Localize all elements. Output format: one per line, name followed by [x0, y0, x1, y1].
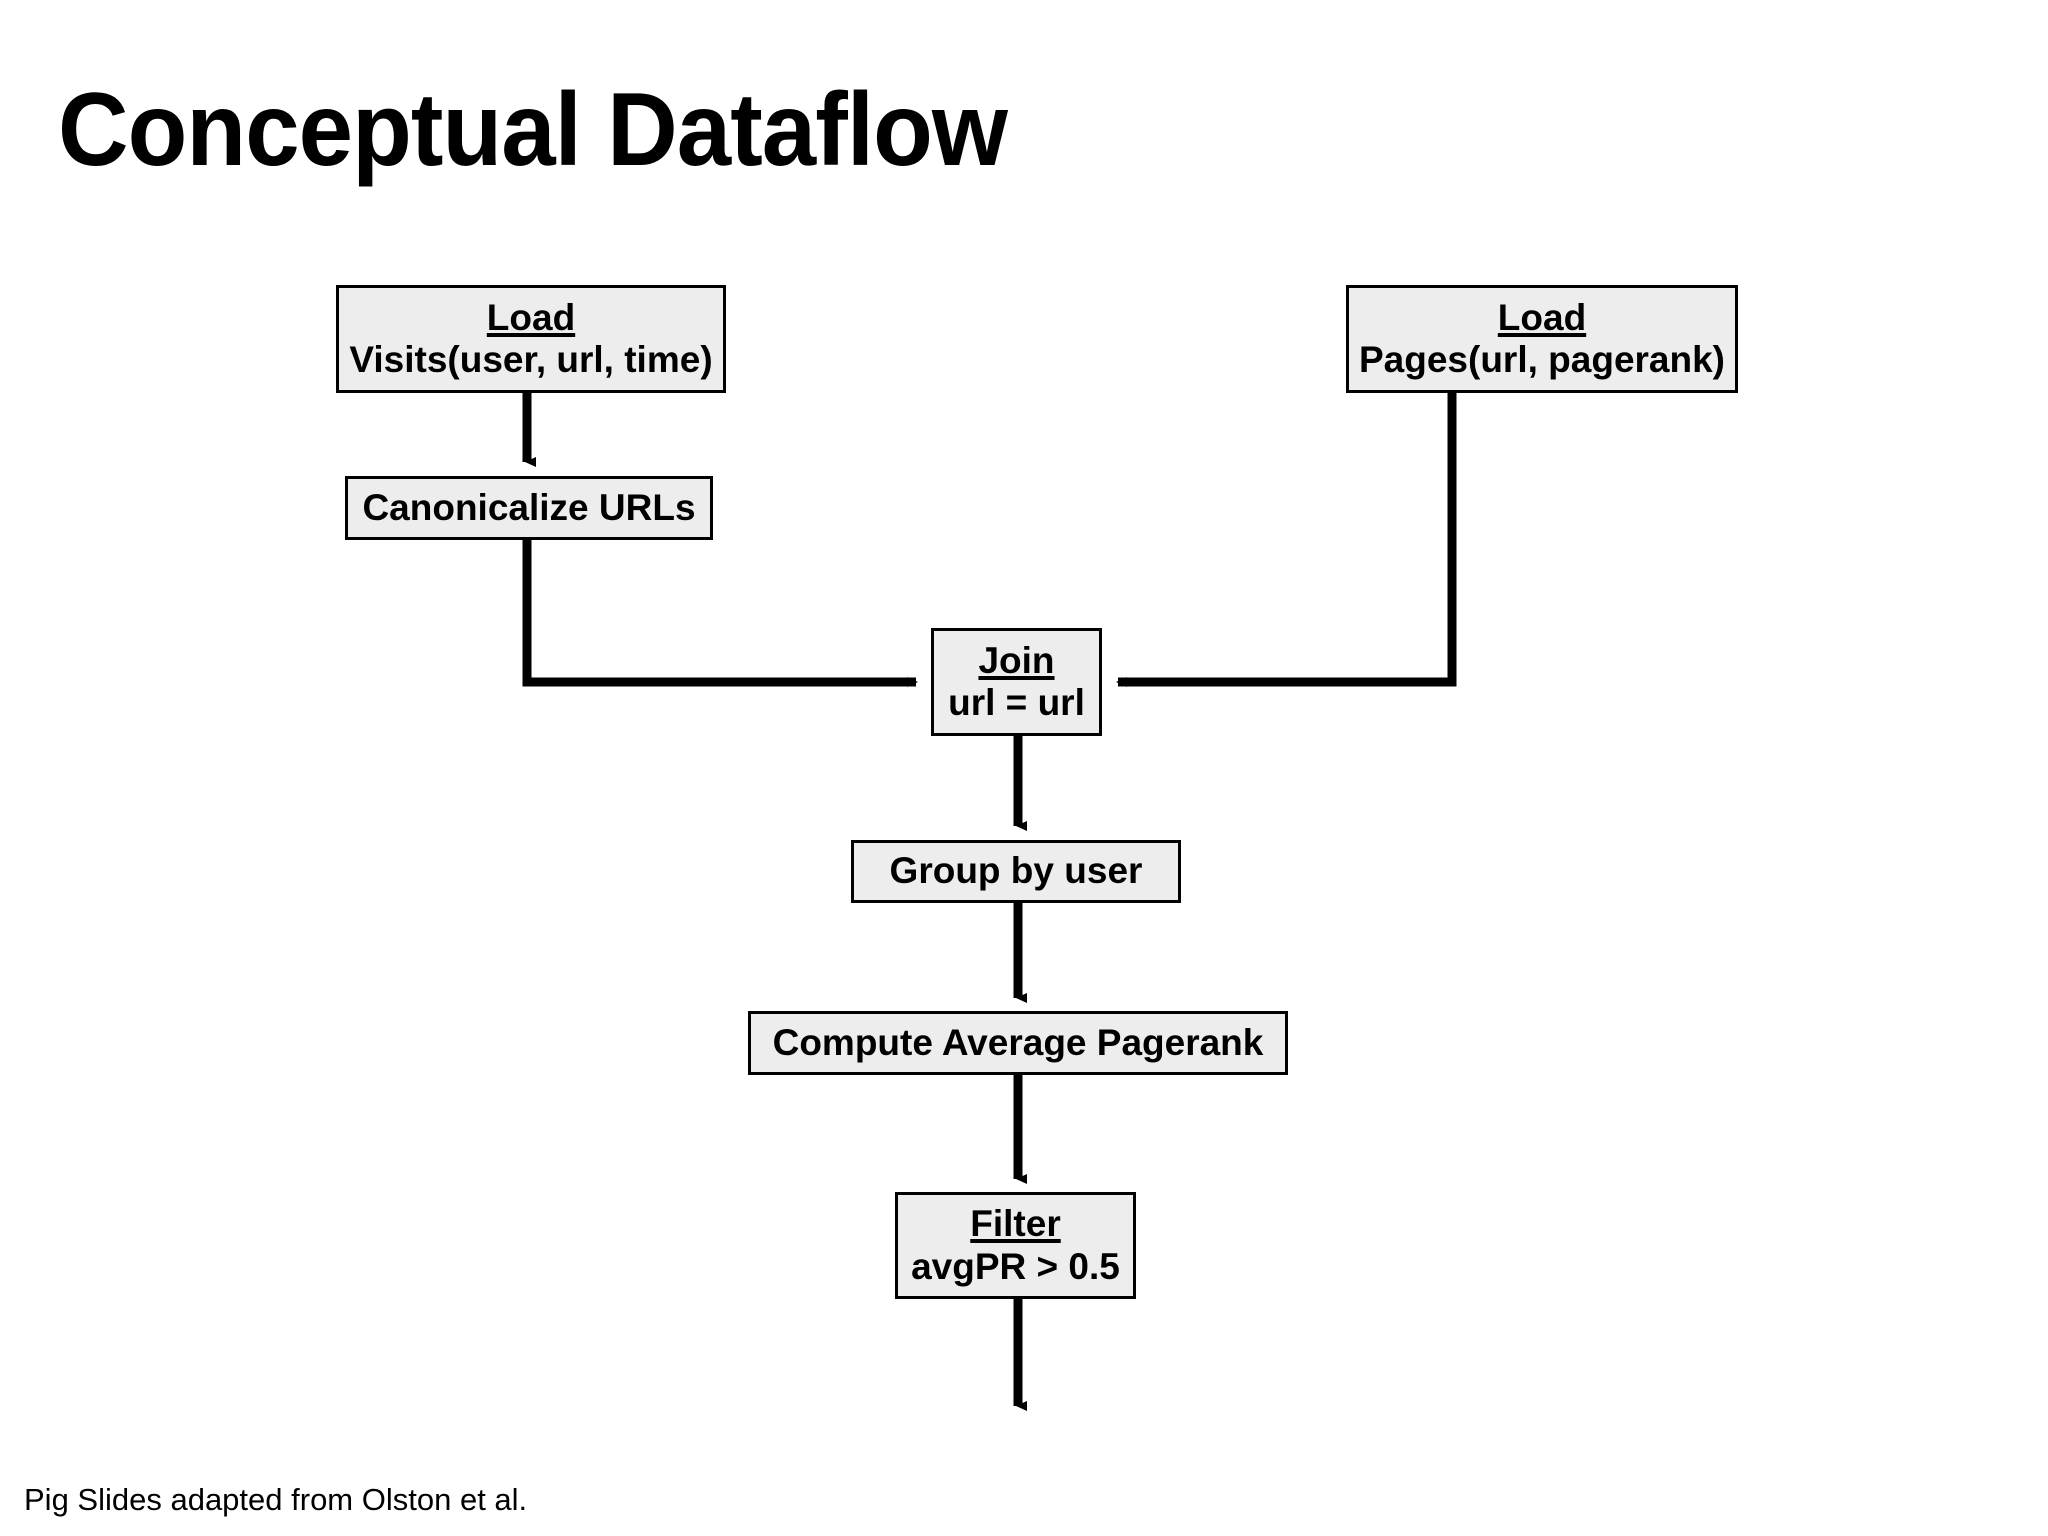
node-load-visits[interactable]: Load Visits(user, url, time) [336, 285, 726, 393]
node-join-title: Join [978, 639, 1055, 681]
node-load-visits-subtitle: Visits(user, url, time) [349, 339, 713, 380]
node-load-pages-title: Load [1497, 296, 1587, 338]
node-filter-title: Filter [970, 1203, 1061, 1245]
node-filter-subtitle: avgPR > 0.5 [911, 1245, 1120, 1287]
node-canonicalize-urls-label: Canonicalize URLs [362, 486, 696, 528]
node-canonicalize-urls[interactable]: Canonicalize URLs [345, 476, 713, 540]
node-group-by-user[interactable]: Group by user [851, 840, 1181, 903]
node-compute-average-pagerank-label: Compute Average Pagerank [772, 1021, 1264, 1063]
attribution-footnote: Pig Slides adapted from Olston et al. [24, 1482, 528, 1517]
page-title: Conceptual Dataflow [58, 72, 1008, 188]
edge-canonicalize-to-join [522, 540, 918, 687]
node-join-subtitle: url = url [948, 682, 1085, 723]
node-compute-average-pagerank[interactable]: Compute Average Pagerank [748, 1011, 1288, 1075]
node-filter[interactable]: Filter avgPR > 0.5 [895, 1192, 1136, 1299]
node-load-pages[interactable]: Load Pages(url, pagerank) [1346, 285, 1738, 393]
node-group-by-user-label: Group by user [889, 850, 1143, 892]
edge-load-pages-to-join [1116, 393, 1457, 687]
node-load-visits-title: Load [486, 296, 576, 338]
node-load-pages-subtitle: Pages(url, pagerank) [1358, 339, 1725, 380]
node-join[interactable]: Join url = url [931, 628, 1102, 736]
